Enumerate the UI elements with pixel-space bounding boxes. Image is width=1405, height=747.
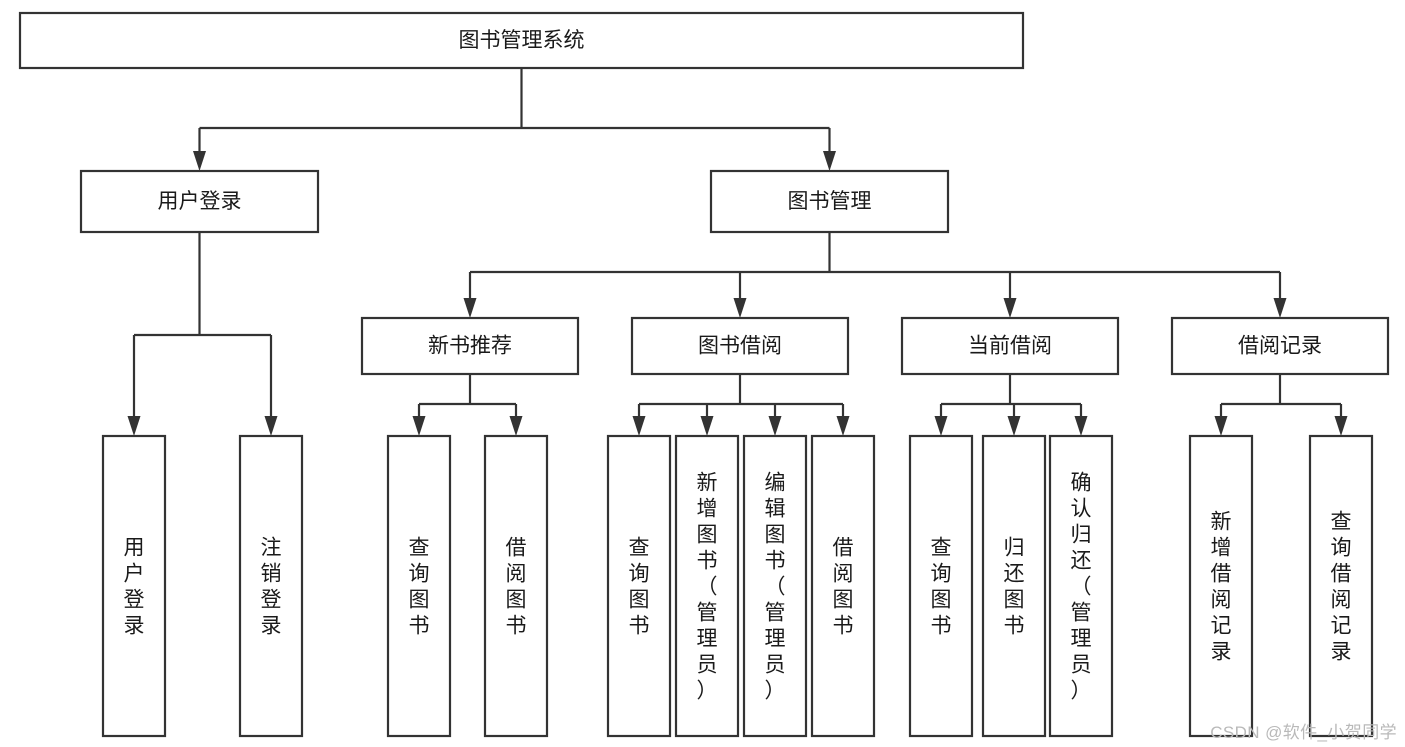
- node-box-leaf-edit-book[interactable]: [742, 434, 808, 738]
- node-box-leaf-confirm-return[interactable]: [1048, 434, 1114, 738]
- node-leaf-borrow-book-1[interactable]: 借阅图书: [483, 434, 549, 738]
- arrow-head-icon: [509, 416, 523, 436]
- node-box-borrow-record[interactable]: [1170, 316, 1390, 376]
- node-label-book-manage: 图书管理: [788, 190, 872, 213]
- arrow-head-icon: [836, 416, 850, 436]
- arrow-head-icon: [264, 416, 278, 436]
- node-leaf-add-book[interactable]: 新增图书（管理员）: [674, 434, 740, 738]
- arrow-head-icon: [768, 416, 782, 436]
- node-label-root: 图书管理系统: [459, 29, 585, 52]
- arrow-head-icon: [1007, 416, 1021, 436]
- node-label-leaf-confirm-return: 确认归还（管理员）: [1071, 471, 1092, 702]
- arrow-head-icon: [412, 416, 426, 436]
- node-new-book-rec[interactable]: 新书推荐: [360, 316, 580, 376]
- node-label-leaf-query-record: 查询借阅记录: [1331, 510, 1352, 663]
- connector-current-borrow: [934, 374, 1088, 436]
- arrow-head-icon: [127, 416, 141, 436]
- arrow-head-icon: [700, 416, 714, 436]
- node-layer: 图书管理系统用户登录图书管理新书推荐图书借阅当前借阅借阅记录用户登录注销登录查询…: [18, 11, 1390, 738]
- node-label-leaf-return-book: 归还图书: [1004, 536, 1025, 637]
- node-box-leaf-borrow-book-1[interactable]: [483, 434, 549, 738]
- arrow-head-icon: [733, 298, 747, 318]
- node-leaf-borrow-book-2[interactable]: 借阅图书: [810, 434, 876, 738]
- node-leaf-query-book-2[interactable]: 查询图书: [606, 434, 672, 738]
- node-root[interactable]: 图书管理系统: [18, 11, 1025, 70]
- node-label-leaf-add-record: 新增借阅记录: [1211, 510, 1232, 663]
- node-leaf-return-book[interactable]: 归还图书: [981, 434, 1047, 738]
- node-box-book-manage[interactable]: [709, 169, 950, 234]
- connector-layer: [127, 68, 1348, 436]
- node-leaf-confirm-return[interactable]: 确认归还（管理员）: [1048, 434, 1114, 738]
- node-box-book-borrow[interactable]: [630, 316, 850, 376]
- connector-book-manage: [463, 232, 1287, 318]
- arrow-head-icon: [823, 151, 836, 171]
- node-book-borrow[interactable]: 图书借阅: [630, 316, 850, 376]
- node-box-leaf-query-book-1[interactable]: [386, 434, 452, 738]
- connector-root: [193, 68, 836, 171]
- connector-user-login: [127, 232, 278, 436]
- node-box-new-book-rec[interactable]: [360, 316, 580, 376]
- node-label-leaf-user-login: 用户登录: [124, 536, 145, 637]
- node-current-borrow[interactable]: 当前借阅: [900, 316, 1120, 376]
- node-label-leaf-query-book-3: 查询图书: [931, 536, 952, 637]
- arrow-head-icon: [463, 298, 477, 318]
- node-box-user-login[interactable]: [79, 169, 320, 234]
- connector-borrow-record: [1214, 374, 1348, 436]
- node-box-leaf-user-logout[interactable]: [238, 434, 304, 738]
- node-box-leaf-query-book-2[interactable]: [606, 434, 672, 738]
- node-box-leaf-query-book-3[interactable]: [908, 434, 974, 738]
- node-label-user-login: 用户登录: [158, 190, 242, 213]
- arrow-head-icon: [1074, 416, 1088, 436]
- node-box-leaf-add-book[interactable]: [674, 434, 740, 738]
- node-box-leaf-add-record[interactable]: [1188, 434, 1254, 738]
- node-label-leaf-add-book: 新增图书（管理员）: [697, 471, 718, 702]
- node-label-leaf-edit-book: 编辑图书（管理员）: [765, 471, 786, 702]
- arrow-head-icon: [1214, 416, 1228, 436]
- node-book-manage[interactable]: 图书管理: [709, 169, 950, 234]
- arrow-head-icon: [1003, 298, 1017, 318]
- node-label-leaf-borrow-book-2: 借阅图书: [833, 536, 854, 637]
- arrow-head-icon: [934, 416, 948, 436]
- connector-new-book-rec: [412, 374, 523, 436]
- arrow-head-icon: [1334, 416, 1348, 436]
- node-label-leaf-user-logout: 注销登录: [261, 536, 282, 637]
- node-leaf-edit-book[interactable]: 编辑图书（管理员）: [742, 434, 808, 738]
- node-leaf-query-record[interactable]: 查询借阅记录: [1308, 434, 1374, 738]
- node-leaf-add-record[interactable]: 新增借阅记录: [1188, 434, 1254, 738]
- node-box-leaf-borrow-book-2[interactable]: [810, 434, 876, 738]
- node-leaf-query-book-3[interactable]: 查询图书: [908, 434, 974, 738]
- watermark-text: CSDN @软件_小贺同学: [1210, 723, 1397, 742]
- node-leaf-user-logout[interactable]: 注销登录: [238, 434, 304, 738]
- connector-book-borrow: [632, 374, 850, 436]
- arrow-head-icon: [632, 416, 646, 436]
- arrow-head-icon: [193, 151, 206, 171]
- node-box-leaf-user-login[interactable]: [101, 434, 167, 738]
- node-label-leaf-query-book-1: 查询图书: [409, 536, 430, 637]
- node-box-leaf-query-record[interactable]: [1308, 434, 1374, 738]
- node-box-root[interactable]: [18, 11, 1025, 70]
- arrow-head-icon: [1273, 298, 1287, 318]
- node-label-book-borrow: 图书借阅: [698, 335, 782, 358]
- node-label-current-borrow: 当前借阅: [968, 335, 1052, 358]
- node-label-leaf-borrow-book-1: 借阅图书: [506, 536, 527, 637]
- node-leaf-query-book-1[interactable]: 查询图书: [386, 434, 452, 738]
- node-leaf-user-login[interactable]: 用户登录: [101, 434, 167, 738]
- node-box-current-borrow[interactable]: [900, 316, 1120, 376]
- node-borrow-record[interactable]: 借阅记录: [1170, 316, 1390, 376]
- node-box-leaf-return-book[interactable]: [981, 434, 1047, 738]
- node-label-borrow-record: 借阅记录: [1238, 335, 1322, 358]
- node-user-login[interactable]: 用户登录: [79, 169, 320, 234]
- node-label-new-book-rec: 新书推荐: [428, 335, 512, 358]
- node-label-leaf-query-book-2: 查询图书: [629, 536, 650, 637]
